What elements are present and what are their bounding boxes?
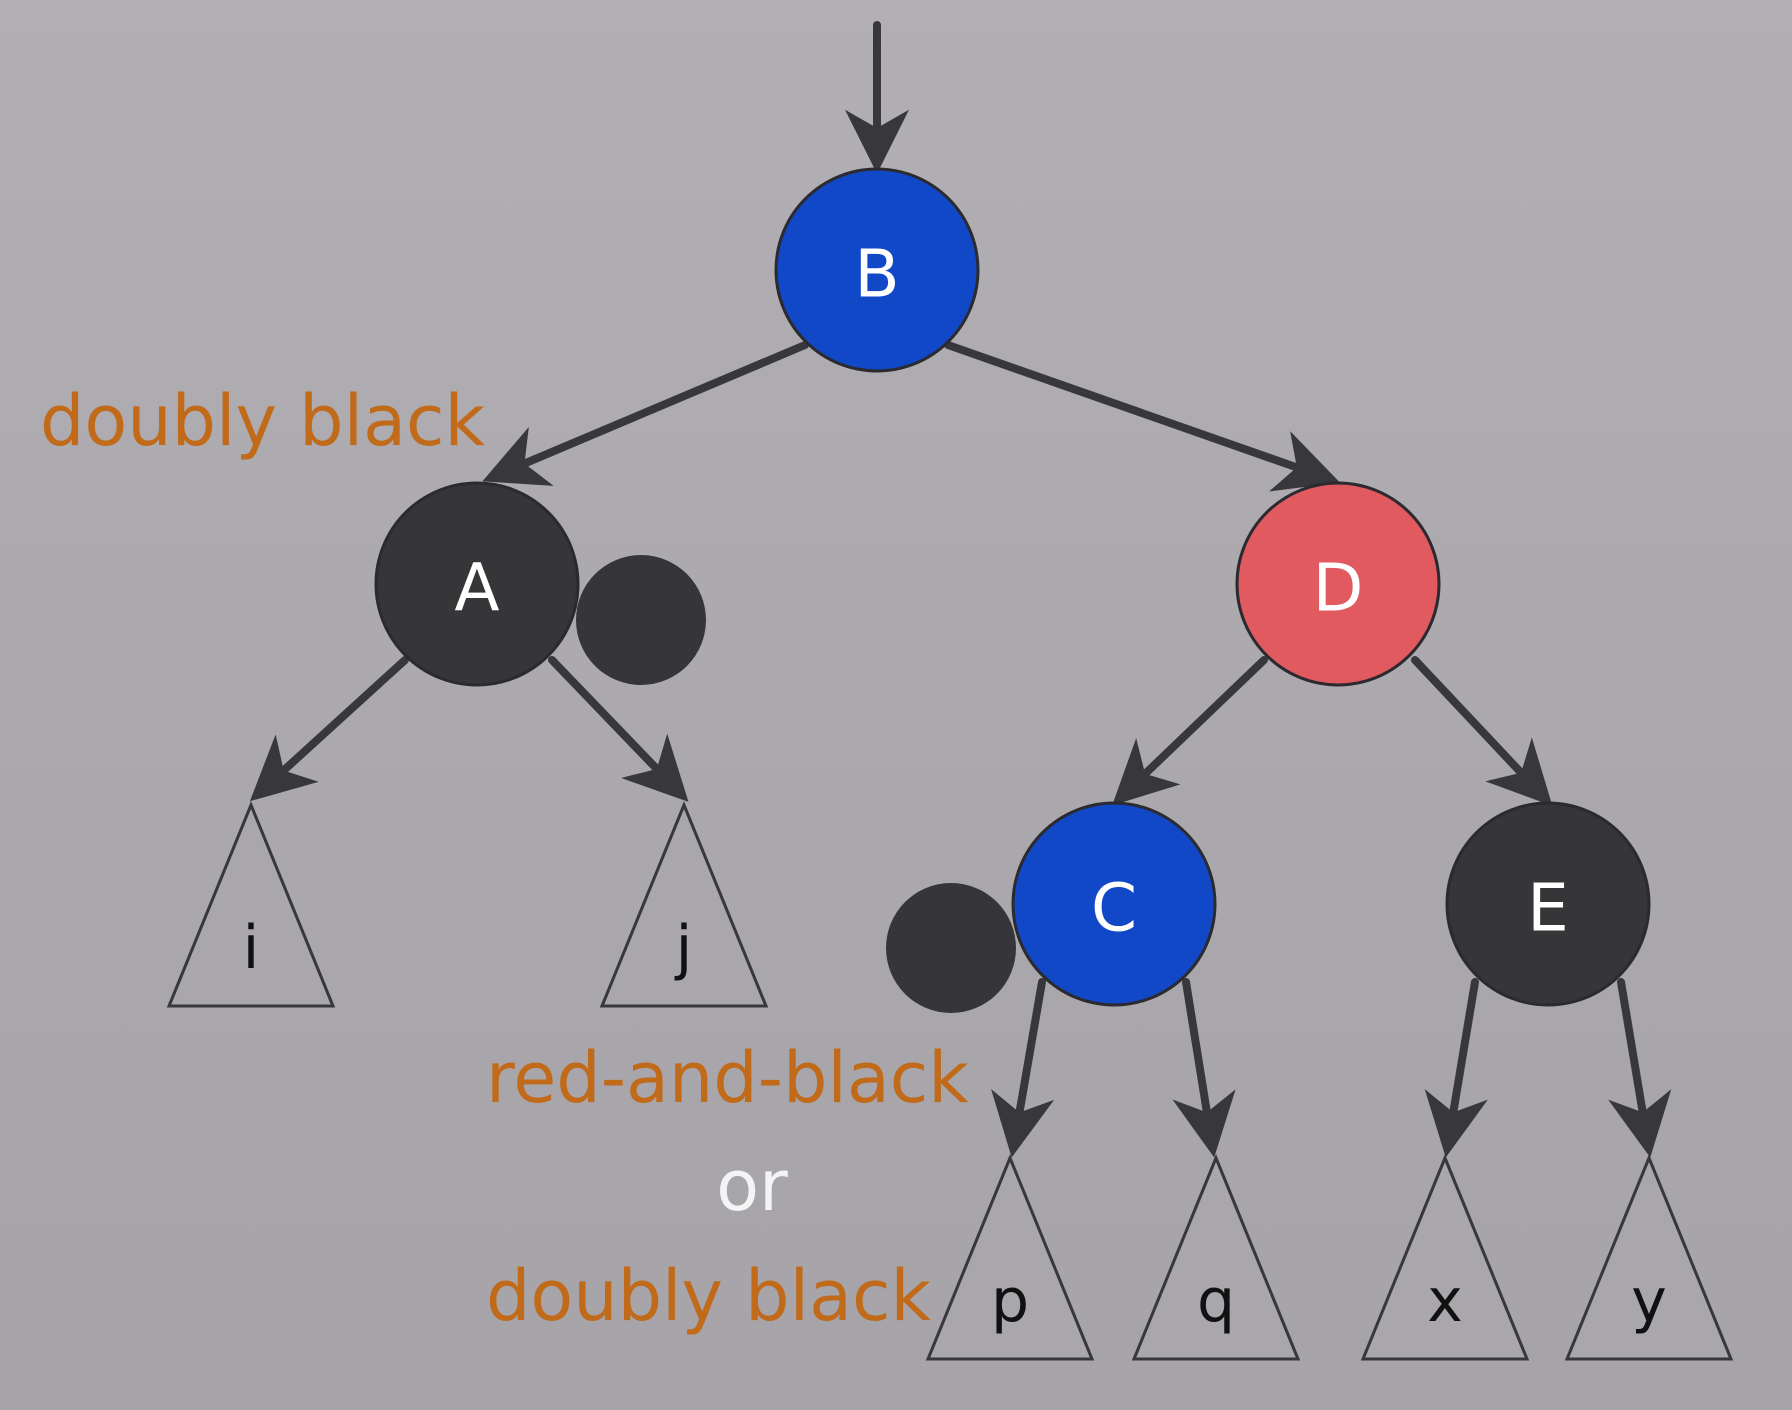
or-label: or (716, 1145, 788, 1227)
extra-black-marker-A (576, 555, 706, 685)
subtree-x: x (1360, 1154, 1530, 1361)
node-label-E: E (1527, 870, 1569, 947)
node-label-C: C (1091, 870, 1137, 947)
subtree-label-x: x (1427, 1266, 1463, 1336)
edge-E-to-y (1608, 978, 1672, 1158)
node-C: C (1011, 801, 1217, 1007)
subtree-y: y (1564, 1154, 1734, 1361)
subtree-triangle-y (1564, 1154, 1734, 1361)
node-D: D (1235, 481, 1441, 687)
subtree-i: i (166, 801, 336, 1008)
subtree-label-y: y (1631, 1266, 1667, 1336)
node-circle-E (1445, 801, 1651, 1007)
edge-E-to-x (1424, 978, 1488, 1158)
edge-A-to-i (249, 656, 409, 802)
subtree-triangle-x (1360, 1154, 1530, 1361)
edges-layer (249, 21, 1672, 1158)
edge-A-to-j (548, 656, 689, 802)
subtree-label-q: q (1197, 1266, 1235, 1336)
node-circle-D (1235, 481, 1441, 687)
doubly-black-label-c: doubly black (486, 1255, 931, 1337)
doubly-black-label-a: doubly black (40, 380, 485, 462)
subtree-triangle-j (599, 801, 769, 1008)
subtree-p: p (925, 1154, 1095, 1361)
node-circle-A (374, 481, 580, 687)
nodes-layer: B A D C E (374, 167, 1651, 1007)
node-circle-C (1011, 801, 1217, 1007)
extra-black-markers-layer (576, 555, 1016, 1013)
edge-B-to-D (944, 341, 1340, 492)
subtree-label-i: i (243, 913, 260, 983)
subtree-triangle-i (166, 801, 336, 1008)
subtrees-layer: i j p q x y (166, 801, 1734, 1361)
node-A: A (374, 481, 580, 687)
node-label-D: D (1313, 550, 1364, 627)
node-circle-B (774, 167, 980, 373)
subtree-q: q (1131, 1154, 1301, 1361)
subtree-j: j (599, 801, 769, 1008)
edge-D-to-E (1411, 656, 1553, 806)
node-E: E (1445, 801, 1651, 1007)
extra-black-marker-C (886, 883, 1016, 1013)
node-B: B (774, 167, 980, 373)
edge-B-to-A (482, 341, 809, 486)
red-and-black-label: red-and-black (486, 1037, 969, 1119)
edge-D-to-C (1112, 656, 1268, 806)
subtree-triangle-q (1131, 1154, 1301, 1361)
edge-C-to-p (991, 978, 1055, 1158)
edge-C-to-q (1172, 978, 1236, 1158)
subtree-label-p: p (991, 1266, 1029, 1336)
subtree-triangle-p (925, 1154, 1095, 1361)
node-label-A: A (454, 550, 499, 627)
node-label-B: B (854, 236, 899, 313)
annotations-layer: doubly black red-and-black or doubly bla… (40, 380, 969, 1337)
subtree-label-j: j (674, 913, 693, 983)
